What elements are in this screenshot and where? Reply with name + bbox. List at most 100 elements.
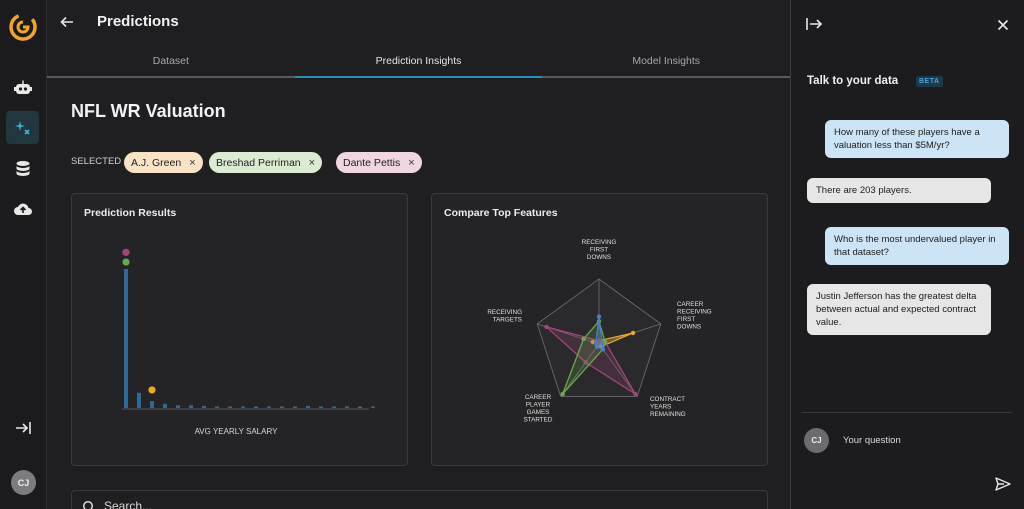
histogram-bar: [319, 406, 323, 408]
radar-point: [544, 324, 549, 330]
chat-message-user: Who is the most undervalued player in th…: [825, 227, 1009, 265]
close-icon[interactable]: [997, 18, 1009, 36]
chat-message-bot: There are 203 players.: [807, 178, 991, 203]
histogram-bar: [228, 406, 232, 408]
histogram-bar: [280, 406, 284, 408]
histogram-bar: [358, 406, 362, 408]
card-title: Prediction Results: [84, 207, 177, 219]
user-avatar[interactable]: CJ: [11, 470, 36, 495]
histogram-bar: [293, 406, 297, 408]
card-title: Compare Top Features: [444, 207, 558, 219]
search-placeholder: Search...: [104, 499, 153, 509]
sparkle-insights-icon[interactable]: [6, 111, 39, 144]
radar-axis-label: PLAYER: [526, 402, 551, 409]
collapse-panel-icon[interactable]: [805, 16, 823, 37]
radar-axis-label: RECEIVING: [582, 239, 617, 246]
search-icon: [82, 500, 94, 509]
tab-prediction-insights[interactable]: Prediction Insights: [294, 46, 543, 78]
prediction-histogram: AVG YEARLY SALARY: [122, 248, 375, 436]
radar-point: [633, 391, 638, 397]
radar-axis-label: YEARS: [650, 404, 671, 411]
beta-badge: BETA: [916, 76, 943, 87]
page-title: Predictions: [97, 13, 179, 30]
histogram-bar: [306, 405, 310, 408]
radar-point: [593, 340, 599, 346]
radar-spoke: [598, 343, 638, 397]
cloud-upload-icon[interactable]: [6, 192, 39, 225]
main-content: Predictions Dataset Prediction Insights …: [47, 0, 790, 509]
histogram-bar: [124, 269, 128, 408]
chat-message-bot: Justin Jefferson has the greatest delta …: [807, 284, 991, 335]
histogram-bar: [371, 406, 375, 408]
radar-axis-label: CAREER: [677, 301, 704, 308]
chip-player: Breshad Perriman ×: [209, 152, 323, 173]
sidebar: CJ: [0, 0, 47, 509]
tab-model-insights[interactable]: Model Insights: [632, 55, 701, 67]
back-arrow-icon[interactable]: [59, 14, 75, 35]
database-icon[interactable]: [6, 152, 39, 185]
radar-axis-label: TARGETS: [493, 317, 522, 324]
radar-point: [600, 347, 606, 352]
chat-title: Talk to your data: [807, 75, 899, 87]
radar-point: [596, 338, 602, 343]
player-marker: [148, 386, 156, 394]
logo-icon[interactable]: [6, 10, 39, 43]
tab-bar: Dataset Prediction Insights Model Insigh…: [47, 46, 790, 78]
selected-label: SELECTED: [71, 156, 122, 167]
histogram-bar: [137, 392, 141, 408]
search-input[interactable]: Search...: [71, 490, 768, 509]
chip-player: A.J. Green ×: [124, 152, 203, 173]
histogram-bar: [215, 406, 219, 408]
feature-radar-chart: RECEIVINGFIRSTDOWNSCAREERRECEIVINGFIRSTD…: [487, 239, 712, 424]
radar-point: [630, 330, 636, 336]
radar-axis-label: DOWNS: [587, 254, 611, 261]
radar-axis-label: STARTED: [524, 417, 553, 424]
remove-chip-icon[interactable]: ×: [408, 156, 415, 169]
histogram-bar: [202, 405, 206, 408]
radar-axis-label: RECEIVING: [677, 309, 712, 316]
histogram-bar: [163, 403, 167, 408]
tab-dataset[interactable]: Dataset: [152, 55, 189, 67]
player-marker: [122, 248, 130, 256]
radar-axis-label: DOWNS: [677, 324, 701, 331]
divider: [802, 412, 1012, 413]
radar-spoke: [560, 343, 600, 397]
radar-point: [583, 360, 588, 365]
prediction-results-card: Prediction Results AVG YEARLY SALARY: [71, 193, 408, 466]
histogram-bar: [150, 401, 154, 408]
radar-point: [594, 344, 600, 349]
chat-panel: Talk to your data BETA How many of these…: [790, 0, 1024, 509]
radar-series: [562, 319, 606, 395]
radar-axis-label: FIRST: [590, 247, 608, 254]
robot-icon[interactable]: [6, 71, 39, 104]
send-icon[interactable]: [995, 477, 1011, 496]
radar-axis-label: FIRST: [677, 316, 695, 323]
radar-point: [560, 391, 565, 397]
section-heading: NFL WR Valuation: [71, 101, 226, 121]
chip-player: Dante Pettis ×: [336, 152, 422, 173]
expand-panel-icon[interactable]: [6, 411, 39, 444]
x-axis-label: AVG YEARLY SALARY: [195, 427, 279, 436]
chip-label: Dante Pettis: [343, 156, 401, 169]
remove-chip-icon[interactable]: ×: [308, 156, 316, 169]
player-marker: [122, 258, 130, 266]
chip-label: Breshad Perriman: [216, 156, 301, 169]
radar-axis-label: CAREER: [525, 394, 552, 401]
radar-axis-label: CONTRACT: [650, 396, 685, 403]
histogram-bar: [267, 406, 271, 408]
question-input[interactable]: Your question: [843, 435, 901, 446]
histogram-bar: [332, 406, 336, 408]
chat-message-user: How many of these players have a valuati…: [825, 120, 1009, 158]
remove-chip-icon[interactable]: ×: [189, 156, 196, 169]
radar-axis-label: REMAINING: [650, 411, 686, 418]
chip-label: A.J. Green: [131, 156, 182, 169]
radar-point: [581, 336, 586, 342]
histogram-bar: [176, 405, 180, 408]
histogram-bar: [189, 405, 193, 408]
radar-point: [596, 314, 602, 319]
radar-point: [599, 340, 605, 346]
histogram-bar: [254, 406, 258, 408]
radar-axis-label: RECEIVING: [487, 309, 522, 316]
histogram-bar: [241, 406, 245, 408]
